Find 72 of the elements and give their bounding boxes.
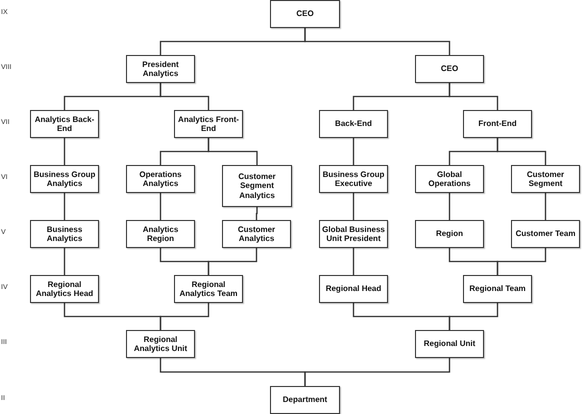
connector-line [160,83,210,110]
role-label: Front-End [477,119,518,129]
connector-line [448,83,498,110]
connector-line [544,193,546,220]
org-box [30,275,99,303]
role-label: Customer Analytics [236,224,276,244]
role-label: Regional Analytics Unit [132,334,188,354]
org-box [511,165,580,193]
org-box [222,220,291,248]
connector-line [352,138,354,165]
connector-line [256,207,258,220]
role-label: Regional Team [468,284,527,294]
role-label: Customer Segment Analytics [237,172,277,200]
role-label: Analytics Back-End [34,114,96,134]
org-box [415,330,484,358]
org-box [174,110,243,138]
org-box [319,110,388,138]
role-label: Business Group Analytics [32,170,96,188]
org-box [126,165,195,193]
org-box [415,220,484,248]
role-label: Regional Analytics Team [178,280,239,298]
role-label: Back-End [334,119,373,129]
org-box [30,165,99,193]
org-box [463,110,532,138]
org-box [126,330,195,358]
org-box [319,275,388,303]
connector-line [448,193,450,220]
role-label: CEO [295,9,315,19]
role-label: Global Business Unit President [321,224,386,244]
org-box [126,55,195,83]
org-box [463,275,532,303]
role-label: Region [434,229,464,239]
role-label: Customer Team [514,229,576,239]
role-label: Customer Segment [526,170,566,188]
connector-line [208,138,258,165]
role-label: Analytics Front-End [177,114,240,134]
connector-line [304,358,450,386]
connector-line [352,248,354,275]
connector-line [352,193,354,220]
role-label: Operations Analytics [138,170,183,188]
connector-line [208,248,258,275]
org-box [415,165,484,193]
role-label: Business Analytics [46,224,84,244]
role-label: President Analytics [141,60,180,78]
connector-line [496,248,546,275]
org-box [319,220,388,248]
connector-line [304,28,450,55]
role-label: Business Group Executive [322,170,386,188]
org-box [511,220,580,248]
role-label: Global Operations [427,170,472,188]
org-box [174,275,243,303]
connector-line [448,303,498,330]
connector-line [64,138,66,165]
org-box [270,0,340,28]
connector-line [496,138,546,165]
role-label: Regional Head [324,284,382,294]
org-box [415,55,484,83]
org-box [126,220,195,248]
org-box [30,220,99,248]
role-label: Regional Analytics Head [34,280,94,298]
org-box [319,165,388,193]
role-label: CEO [440,64,460,74]
org-box [270,386,340,414]
connector-line [64,193,66,220]
role-label: Analytics Region [142,224,180,244]
org-box [222,165,292,207]
connector-line [64,248,66,275]
connector-line [160,303,210,330]
role-label: Regional Unit [422,339,476,349]
connector-line [160,193,162,220]
role-label: Department [282,395,328,405]
org-box [30,110,99,138]
